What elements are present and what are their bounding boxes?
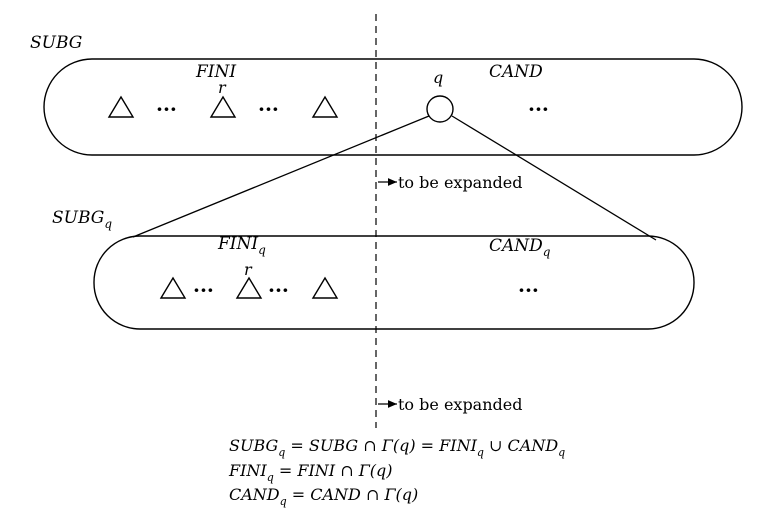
finiq-ellipsis-2: ··· — [268, 278, 289, 302]
eq3-a: CAND — [229, 485, 280, 504]
eq2-a: FINI — [228, 461, 267, 480]
vertex-q — [426, 95, 454, 123]
eq1-c-sub: q — [558, 446, 565, 459]
eq2-b: = FINI ∩ Γ(q) — [274, 461, 393, 480]
cand-ellipsis: ··· — [528, 97, 549, 121]
candq-label-main: CAND — [489, 236, 543, 256]
fini-ellipsis-1: ··· — [156, 97, 177, 121]
equation-finiq: FINIq = FINI ∩ Γ(q) — [228, 461, 393, 484]
subgq-label-main: SUBG — [52, 208, 104, 228]
eq1-b: = SUBG ∩ Γ(q) = FINI — [285, 436, 477, 455]
vertex-rq-label: r — [244, 260, 253, 279]
neighborhood-line-left — [132, 115, 430, 238]
finiq-vertex-3 — [311, 276, 339, 299]
eq1-a-sub: q — [278, 446, 285, 459]
vertex-q-label: q — [433, 68, 443, 87]
expand-label-top: to be expanded — [398, 173, 522, 192]
eq3-a-sub: q — [280, 495, 287, 508]
subg-set — [43, 58, 743, 156]
equation-subgq: SUBGq = SUBG ∩ Γ(q) = FINIq ∪ CANDq — [229, 436, 565, 459]
finiq-label-main: FINI — [217, 234, 258, 254]
finiq-label-sub: q — [258, 243, 266, 257]
fini-label: FINI — [195, 62, 236, 82]
fini-ellipsis-2: ··· — [258, 97, 279, 121]
cand-label: CAND — [489, 62, 543, 82]
candq-label-sub: q — [543, 245, 551, 259]
fini-vertex-r — [209, 95, 237, 118]
subg-label: SUBG — [30, 33, 82, 53]
finiq-ellipsis-1: ··· — [193, 278, 214, 302]
eq1-c: ∪ CAND — [484, 436, 558, 455]
subgq-set — [93, 235, 695, 330]
finiq-vertex-r — [235, 276, 263, 299]
candq-label: CANDq — [489, 236, 551, 259]
subgq-label: SUBGq — [52, 208, 112, 231]
vertex-r-label: r — [218, 78, 227, 97]
finiq-label: FINIq — [217, 234, 266, 257]
eq1-a: SUBG — [229, 436, 279, 455]
candq-ellipsis: ··· — [518, 278, 539, 302]
fini-vertex-3 — [311, 95, 339, 118]
subgq-label-sub: q — [104, 217, 112, 231]
equation-candq: CANDq = CAND ∩ Γ(q) — [229, 485, 418, 508]
expand-label-bottom: to be expanded — [398, 395, 522, 414]
eq2-a-sub: q — [267, 471, 274, 484]
finiq-vertex-1 — [159, 276, 187, 299]
eq1-b-sub: q — [477, 446, 484, 459]
neighborhood-line-right — [451, 115, 657, 241]
eq3-b: = CAND ∩ Γ(q) — [287, 485, 419, 504]
fini-vertex-1 — [107, 95, 135, 118]
